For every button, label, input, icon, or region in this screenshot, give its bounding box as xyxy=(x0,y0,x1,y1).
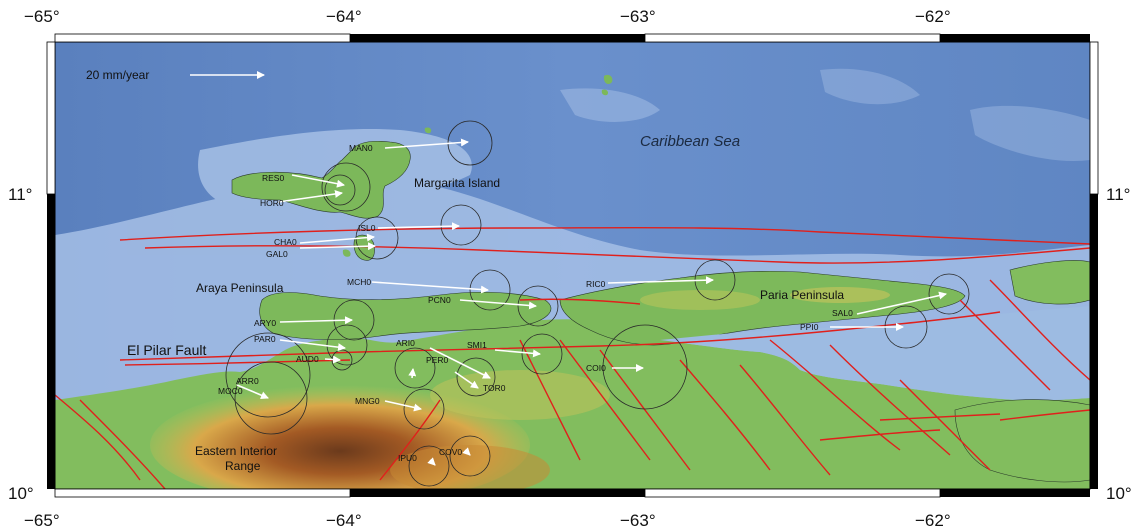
map-frame xyxy=(46,33,1099,498)
range-label: Range xyxy=(225,459,261,473)
lon-tick-bottom-2: −63° xyxy=(620,511,656,530)
lon-tick-bottom-1: −64° xyxy=(326,511,362,530)
region-labels: 20 mm/year Caribbean Sea Margarita Islan… xyxy=(86,68,844,473)
map-body xyxy=(55,42,1090,489)
station-label: AUD0 xyxy=(296,354,319,364)
station-label: RIC0 xyxy=(586,279,606,289)
lat-tick-right-1: 10° xyxy=(1106,484,1132,503)
lon-tick-top-0: −65° xyxy=(24,7,60,26)
lon-tick-top-2: −63° xyxy=(620,7,656,26)
station-label: RES0 xyxy=(262,173,284,183)
error-ellipses xyxy=(225,120,970,487)
station-label: MAN0 xyxy=(349,143,373,153)
eastern-interior-label: Eastern Interior xyxy=(195,444,277,458)
el-pilar-fault-label: El Pilar Fault xyxy=(127,342,206,358)
station-label: CHA0 xyxy=(274,237,297,247)
paria-peninsula-label: Paria Peninsula xyxy=(760,288,844,302)
station-label: ARI0 xyxy=(396,338,415,348)
station-label: PPI0 xyxy=(800,322,819,332)
station-label: GAL0 xyxy=(266,249,288,259)
lat-tick-left-0: 11° xyxy=(8,185,32,204)
station-labels: MAN0 RES0 HOR0 ISL0 CHA0 GAL0 MCH0 PCN0 … xyxy=(218,143,853,463)
station-label: MOC0 xyxy=(218,386,243,396)
scale-label: 20 mm/year xyxy=(86,68,149,82)
lat-tick-right-0: 11° xyxy=(1106,185,1130,204)
mainland xyxy=(55,260,1090,489)
station-label: PCN0 xyxy=(428,295,451,305)
velocity-vectors xyxy=(190,71,947,466)
station-label: MCH0 xyxy=(347,277,371,287)
lat-tick-left-1: 10° xyxy=(8,484,34,503)
station-label: IPU0 xyxy=(398,453,417,463)
station-label: TOR0 xyxy=(483,383,506,393)
station-label: SMI1 xyxy=(467,340,487,350)
araya-peninsula-label: Araya Peninsula xyxy=(196,281,284,295)
station-label: ARY0 xyxy=(254,318,276,328)
station-label: MNG0 xyxy=(355,396,380,406)
station-label: HOR0 xyxy=(260,198,284,208)
station-label: ISL0 xyxy=(358,223,376,233)
margarita-island-label: Margarita Island xyxy=(414,176,500,190)
station-label: SAL0 xyxy=(832,308,853,318)
lon-tick-bottom-0: −65° xyxy=(24,511,60,530)
axis-ticks: −65° −64° −63° −62° −65° −64° −63° −62° … xyxy=(8,7,1132,530)
caribbean-sea-label: Caribbean Sea xyxy=(640,133,740,150)
station-label: COV0 xyxy=(439,447,462,457)
station-label: PAR0 xyxy=(254,334,276,344)
station-label: ARR0 xyxy=(236,376,259,386)
lon-tick-bottom-3: −62° xyxy=(915,511,951,530)
station-label: PER0 xyxy=(426,355,448,365)
lon-tick-top-3: −62° xyxy=(915,7,951,26)
station-label: COI0 xyxy=(586,363,606,373)
lon-tick-top-1: −64° xyxy=(326,7,362,26)
